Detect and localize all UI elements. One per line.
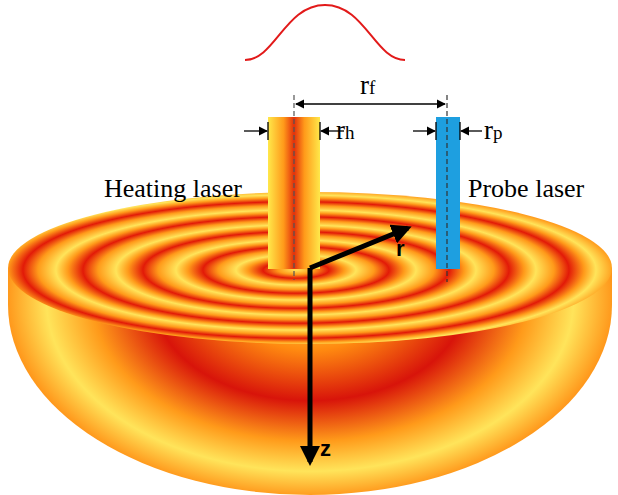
dimension-label: rf: [360, 72, 375, 99]
part-label: Heating laser: [104, 176, 242, 202]
axis-label: r: [396, 238, 405, 260]
axis-label: z: [320, 438, 331, 460]
dimension-label: rh: [336, 117, 355, 144]
part-label: Probe laser: [468, 176, 584, 202]
dimension-label: rp: [484, 117, 503, 144]
